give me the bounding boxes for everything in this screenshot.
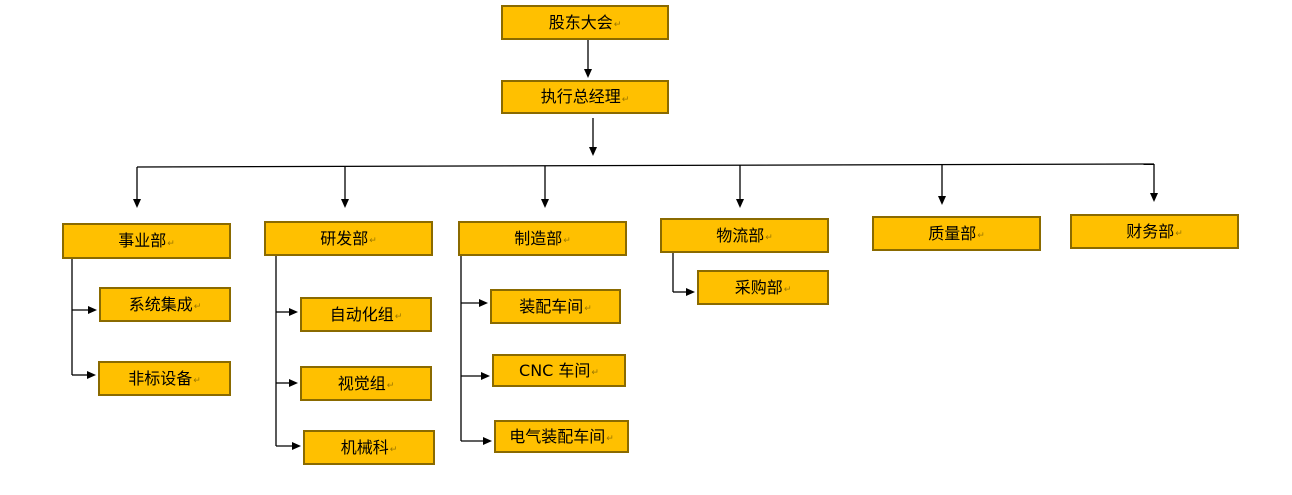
arrow-head-icon: [479, 299, 488, 307]
return-mark-icon: ↵: [977, 231, 985, 241]
return-mark-icon: ↵: [613, 20, 622, 30]
dept-quality: 质量部↵: [872, 216, 1041, 251]
sub-mechanical-section: 机械科↵: [303, 430, 435, 465]
node-label: 物流部: [716, 225, 765, 245]
node-label: 制造部: [514, 228, 563, 248]
arrow-head-icon: [736, 199, 744, 208]
arrow-head-icon: [584, 69, 592, 78]
department-bus-line: [136, 163, 1155, 168]
sub-nonstandard-equipment: 非标设备↵: [98, 361, 231, 396]
node-label: 财务部: [1126, 221, 1175, 241]
node-label: 视觉组: [337, 373, 386, 393]
return-mark-icon: ↵: [167, 238, 175, 249]
node-label: 质量部: [928, 223, 977, 243]
node-label: 研发部: [320, 228, 369, 248]
node-label: 事业部: [118, 231, 167, 250]
return-mark-icon: ↵: [584, 304, 592, 314]
dept-finance: 财务部↵: [1070, 214, 1239, 249]
node-executive-gm: 执行总经理↵: [501, 80, 669, 114]
return-mark-icon: ↵: [591, 368, 599, 378]
return-mark-icon: ↵: [369, 236, 377, 246]
return-mark-icon: ↵: [193, 302, 202, 312]
return-mark-icon: ↵: [563, 236, 571, 246]
node-label: 自动化组: [329, 304, 394, 324]
dept-business: 事业部↵: [62, 223, 231, 259]
node-label: 系统集成: [128, 294, 193, 314]
arrow-head-icon: [481, 372, 490, 380]
return-mark-icon: ↵: [193, 376, 201, 386]
arrow-head-icon: [589, 147, 597, 156]
node-label: 执行总经理: [540, 87, 621, 106]
arrow-head-icon: [483, 437, 492, 445]
arrow-head-icon: [686, 288, 695, 296]
node-label: 采购部: [734, 277, 783, 297]
sub-electrical-assembly-workshop: 电气装配车间↵: [494, 420, 629, 453]
return-mark-icon: ↵: [389, 445, 398, 455]
arrow-head-icon: [341, 199, 349, 208]
return-mark-icon: ↵: [606, 434, 614, 444]
arrow-head-icon: [289, 308, 298, 316]
node-shareholders-meeting: 股东大会↵: [501, 5, 669, 40]
sub-cnc-workshop: CNC 车间↵: [492, 354, 626, 387]
return-mark-icon: ↵: [783, 285, 792, 295]
arrow-head-icon: [289, 379, 298, 387]
node-label: 机械科: [340, 437, 389, 457]
node-label: 非标设备: [128, 368, 193, 388]
arrow-head-icon: [87, 371, 96, 379]
node-label: 股东大会: [548, 12, 613, 32]
return-mark-icon: ↵: [621, 94, 630, 105]
dept-logistics: 物流部↵: [660, 218, 829, 253]
return-mark-icon: ↵: [386, 381, 395, 391]
return-mark-icon: ↵: [1175, 229, 1183, 239]
dept-manufacturing: 制造部↵: [458, 221, 627, 256]
sub-system-integration: 系统集成↵: [99, 287, 231, 322]
sub-vision-group: 视觉组↵: [300, 366, 432, 401]
arrow-head-icon: [133, 199, 141, 208]
sub-assembly-workshop: 装配车间↵: [490, 289, 621, 324]
dept-rnd: 研发部↵: [264, 221, 433, 256]
return-mark-icon: ↵: [765, 233, 773, 243]
node-label: 电气装配车间: [509, 426, 606, 446]
node-label: 装配车间: [519, 296, 584, 316]
arrow-head-icon: [88, 306, 97, 314]
arrow-head-icon: [292, 442, 301, 450]
arrow-head-icon: [541, 199, 549, 208]
sub-automation-group: 自动化组↵: [300, 297, 432, 332]
node-label: CNC 车间: [519, 360, 591, 380]
return-mark-icon: ↵: [394, 312, 403, 322]
arrow-head-icon: [1150, 193, 1158, 202]
arrow-head-icon: [938, 196, 946, 205]
sub-purchasing: 采购部↵: [697, 270, 829, 305]
